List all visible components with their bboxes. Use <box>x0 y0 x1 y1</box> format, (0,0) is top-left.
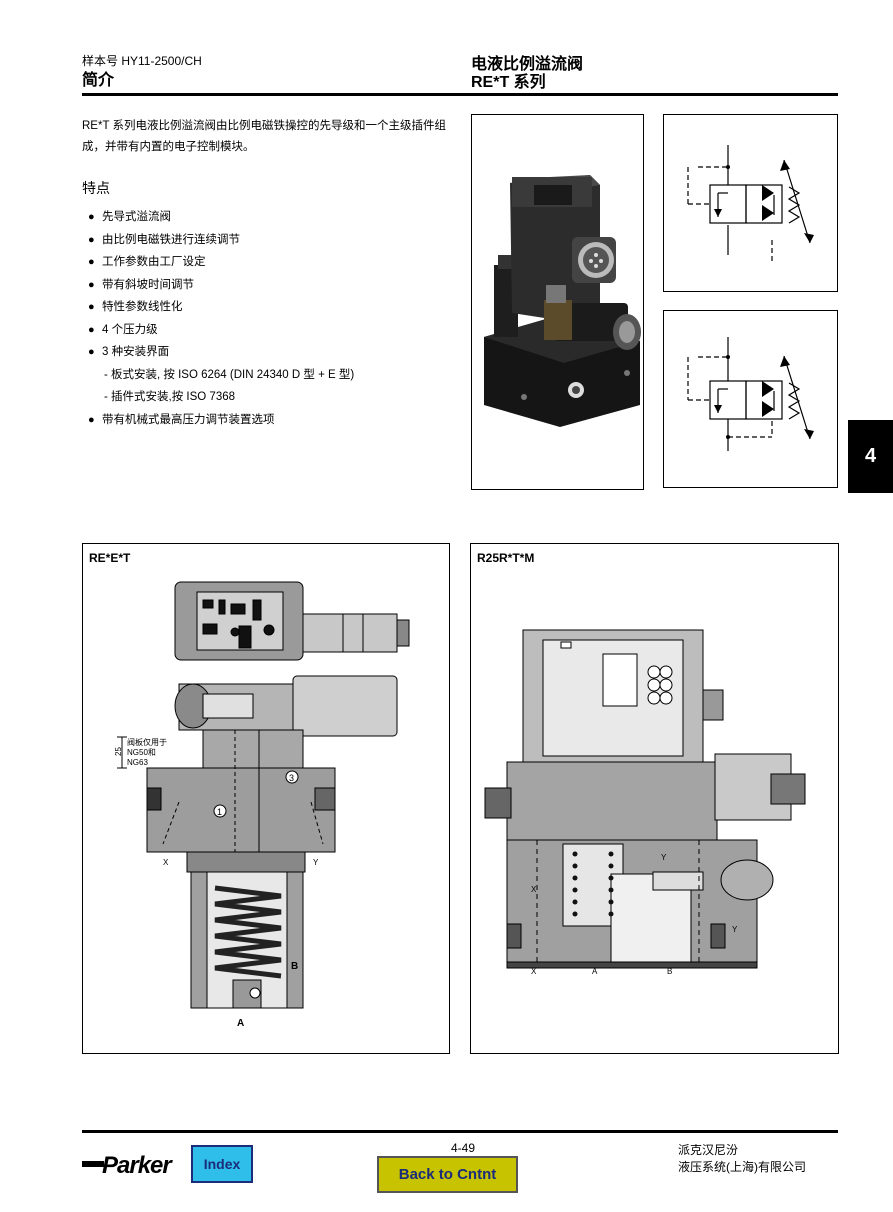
features-list: ●先导式溢流阀 ●由比例电磁铁进行连续调节 ●工作参数由工厂设定 ●带有斜坡时间… <box>88 206 460 431</box>
product-photo-frame <box>471 114 644 490</box>
symbol-diagram-2 <box>687 337 814 451</box>
drawing-title: R25R*T*M <box>477 551 535 565</box>
header-rule <box>82 93 838 96</box>
catalog-number: 样本号 HY11-2500/CH <box>82 54 202 68</box>
port-b-bottom: B <box>667 967 672 976</box>
callout-3: 3 <box>289 773 294 783</box>
company-subtitle: 液压系统(上海)有限公司 <box>678 1160 806 1174</box>
back-to-contents-button[interactable]: Back to Cntnt <box>377 1156 518 1193</box>
list-item: ●由比例电磁铁进行连续调节 <box>88 233 240 246</box>
company-name: 派克汉尼汾 <box>678 1143 739 1157</box>
mounting-note-2: NG50和 <box>127 748 156 757</box>
port-y-side: Y <box>732 925 738 934</box>
port-y-upper: Y <box>661 853 667 862</box>
port-a: A <box>237 1018 244 1029</box>
list-subitem: - 板式安装, 按 ISO 6264 (DIN 24340 D 型 + E 型) <box>104 368 355 381</box>
list-item: ●工作参数由工厂设定 <box>88 256 206 268</box>
section-drawing-left: RE*E*T <box>82 543 450 1054</box>
callout-1: 1 <box>217 807 222 817</box>
section-drawing-right: R25R*T*M <box>470 543 839 1054</box>
parker-logo: Parker <box>82 1152 174 1179</box>
port-a-bottom: A <box>592 967 598 976</box>
index-button[interactable]: Index <box>191 1145 253 1183</box>
mounting-note-3: NG63 <box>127 758 148 767</box>
port-x: X <box>163 858 169 867</box>
series-title: RE*T 系列 <box>471 74 546 91</box>
valve-cross-section-right: X Y Y X A B <box>484 629 806 976</box>
valve-cross-section-left: 1 3 25 阀板仅用于 NG50和 NG63 X Y B A <box>114 581 410 1029</box>
svg-text:Parker: Parker <box>102 1152 173 1179</box>
list-item: ●特性参数线性化 <box>88 301 183 313</box>
drawing-title: RE*E*T <box>89 551 131 565</box>
intro-text: RE*T 系列电液比例溢流阀由比例电磁铁操控的先导级和一个主级插件组成，并带有内… <box>82 120 446 153</box>
product-title: 电液比例溢流阀 <box>471 56 584 73</box>
list-item: ●3 种安装界面 <box>88 346 170 358</box>
port-x-side: X <box>531 885 537 894</box>
valve-photo <box>484 175 641 427</box>
port-x-bottom: X <box>531 967 537 976</box>
port-y: Y <box>313 858 319 867</box>
dimension-label: 25 <box>114 747 123 756</box>
list-item: ●先导式溢流阀 <box>88 211 171 223</box>
list-item: ●带有斜坡时间调节 <box>88 278 194 291</box>
symbol-diagram-1 <box>687 145 814 263</box>
list-subitem: - 插件式安装,按 ISO 7368 <box>104 391 236 403</box>
hydraulic-symbol-2 <box>663 310 838 488</box>
hydraulic-symbol-1 <box>663 114 838 292</box>
section-tab: 4 <box>848 420 893 493</box>
port-b: B <box>291 961 298 972</box>
features-title: 特点 <box>82 180 110 196</box>
list-item: ●4 个压力级 <box>88 323 158 336</box>
page-number: 4-49 <box>450 1141 476 1155</box>
footer-rule <box>82 1130 838 1133</box>
mounting-note-1: 阀板仅用于 <box>127 737 167 747</box>
list-item: ●带有机械式最高压力调节装置选项 <box>88 413 275 426</box>
section-title: 简介 <box>82 72 115 89</box>
